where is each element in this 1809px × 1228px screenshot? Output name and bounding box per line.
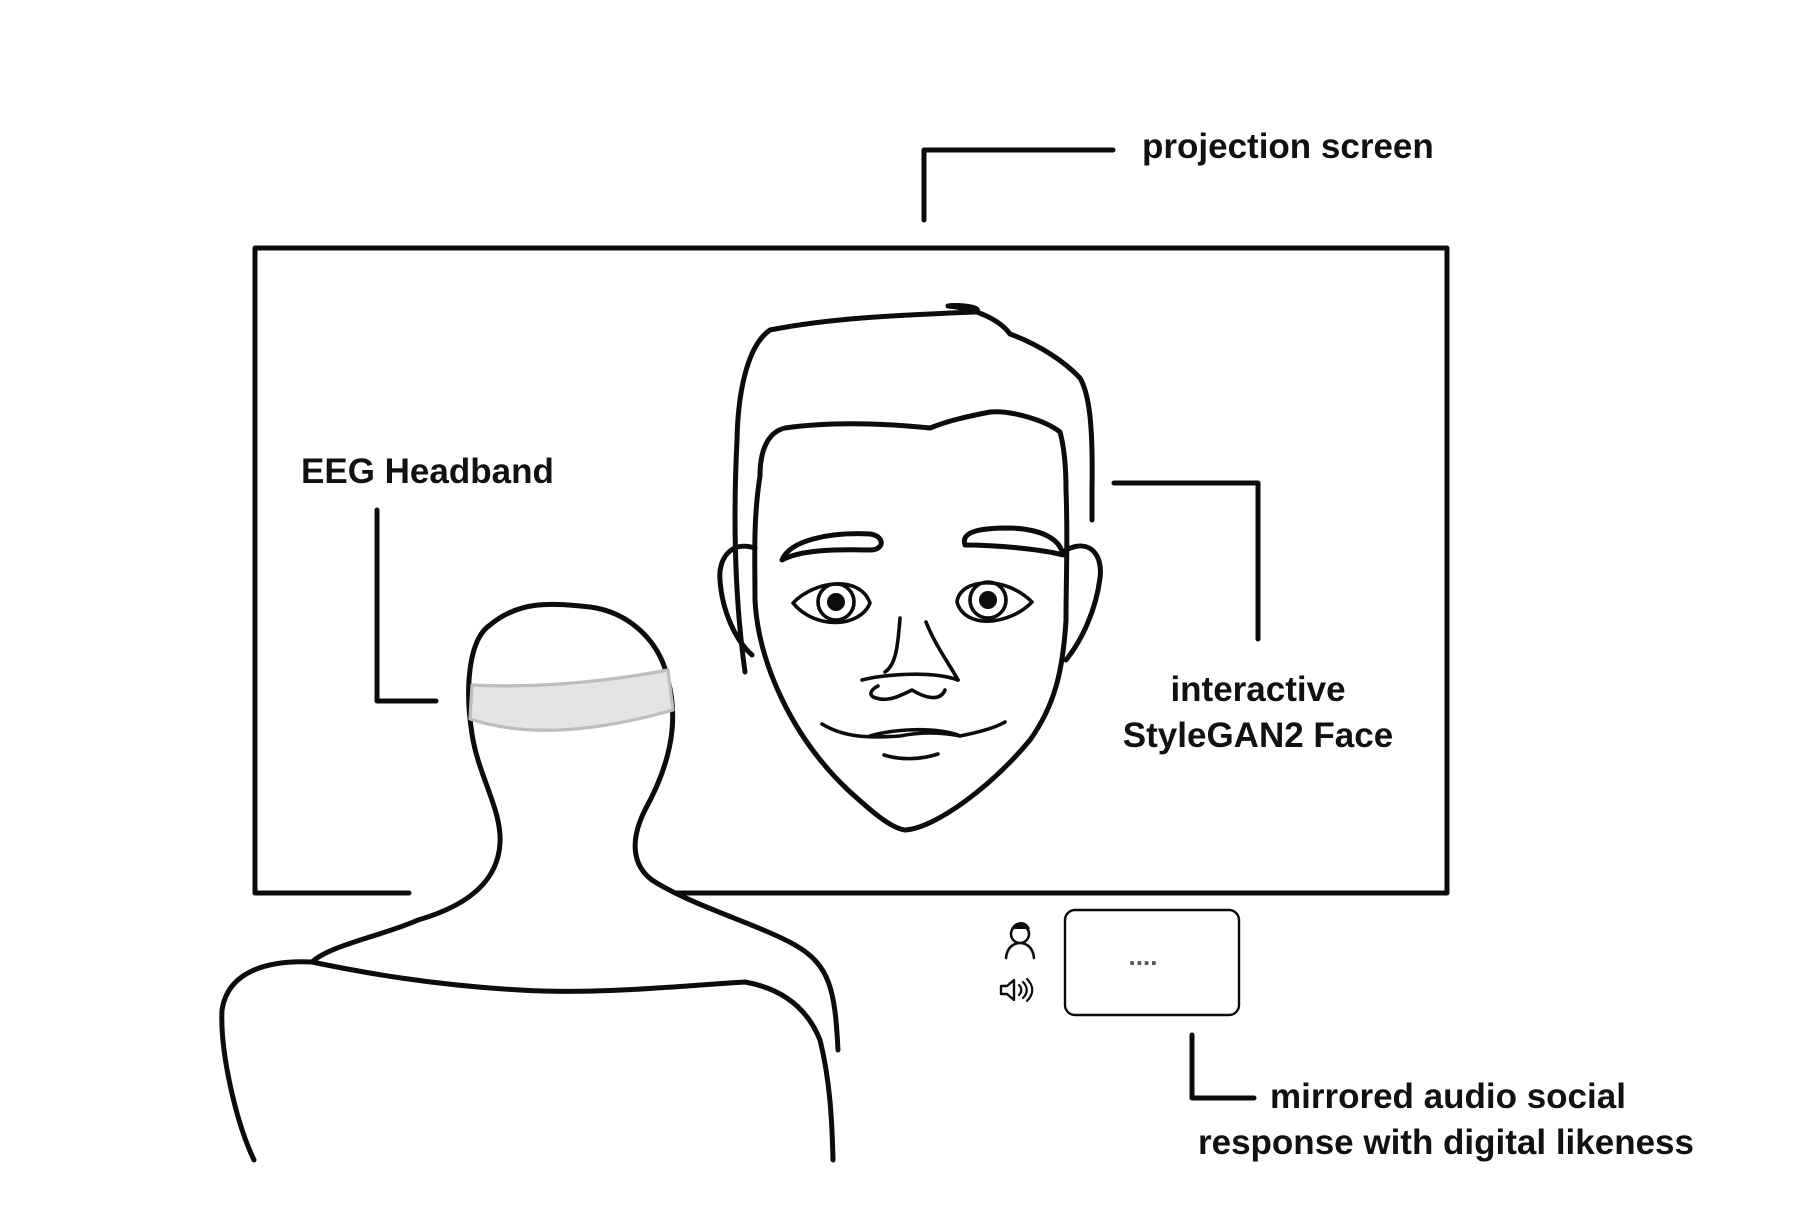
audio-response-box (1063, 908, 1241, 1017)
audio-response-panel: .... (999, 908, 1241, 1017)
leader-audio-response (1189, 1032, 1257, 1101)
leader-stylegan-face (1111, 480, 1261, 642)
leader-eeg-headband (374, 507, 439, 704)
leader-projection-screen (921, 147, 1116, 223)
label-eeg-headband: EEG Headband (301, 452, 554, 491)
person-icon (1004, 922, 1036, 960)
stylegan-face-drawing (717, 303, 1103, 833)
label-projection-screen: projection screen (1142, 127, 1434, 166)
label-audio-response-line2: response with digital likeness (1198, 1123, 1694, 1162)
projection-screen (252, 245, 1450, 896)
eeg-headband-drawing (468, 668, 675, 732)
label-stylegan-face-line2: StyleGAN2 Face (1123, 716, 1393, 755)
label-audio-response-line1: mirrored audio social (1270, 1077, 1626, 1116)
speaker-icon (999, 977, 1034, 1003)
audio-response-placeholder: .... (1129, 941, 1158, 971)
viewer-silhouette (219, 601, 841, 1163)
label-stylegan-face-line1: interactive (1170, 670, 1345, 709)
